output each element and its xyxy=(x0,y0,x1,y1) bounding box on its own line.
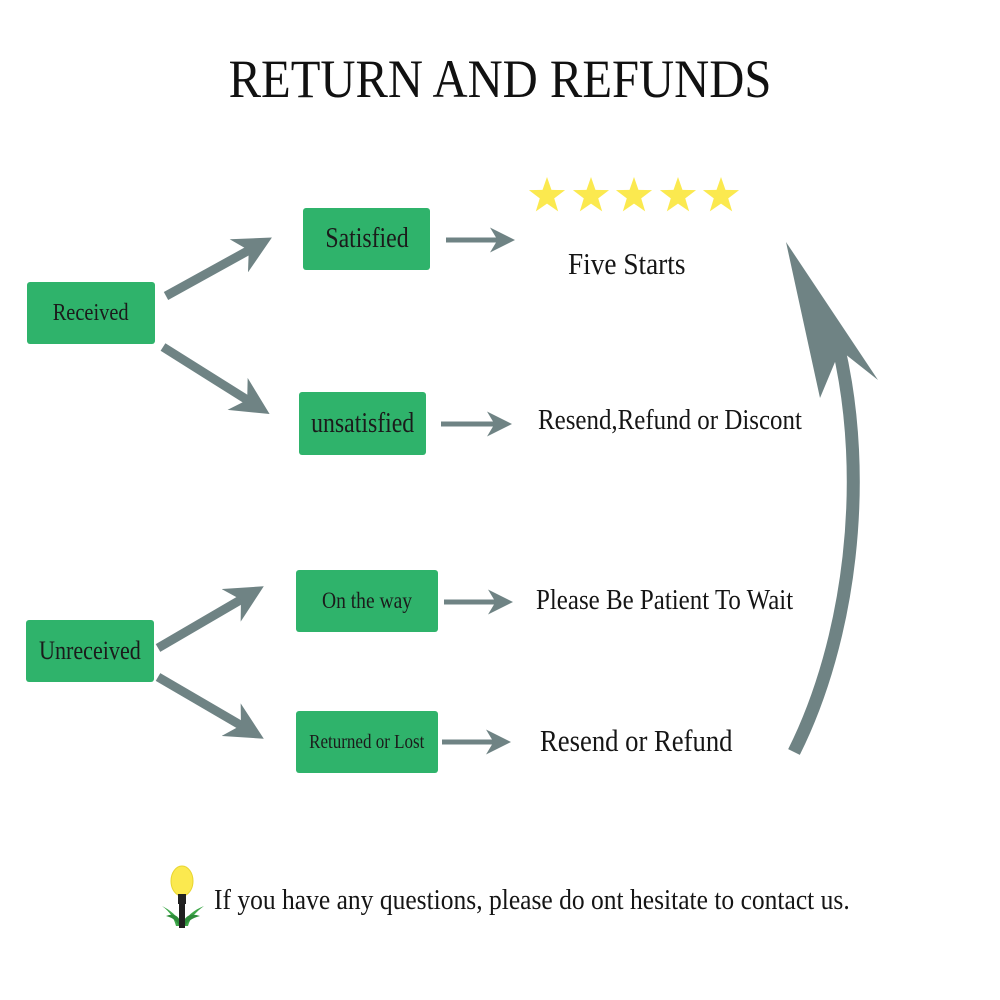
arrow-received-to-satisfied xyxy=(163,237,272,300)
on-the-way-box: On the way xyxy=(296,570,438,632)
star-icon xyxy=(528,177,566,212)
page-title: RETURN AND REFUNDS xyxy=(228,49,772,109)
unsatisfied-box: unsatisfied xyxy=(299,392,426,455)
star-icon xyxy=(572,177,609,212)
returned-outcome-label: Resend or Refund xyxy=(540,723,733,758)
curved-arrow-body xyxy=(788,343,860,755)
unreceived-box: Unreceived xyxy=(26,620,154,682)
on-the-way-label: On the way xyxy=(321,588,413,613)
satisfied-box: Satisfied xyxy=(303,208,430,270)
footer-contact-text: If you have any questions, please do ont… xyxy=(214,884,850,916)
received-box: Received xyxy=(27,282,155,344)
returned-or-lost-box: Returned or Lost xyxy=(296,711,438,773)
received-label: Received xyxy=(53,299,129,326)
satisfied-label: Satisfied xyxy=(324,223,409,254)
arrow-received-to-unsatisfied xyxy=(160,343,270,415)
five-stars-label: Five Starts xyxy=(568,246,686,281)
star-icon xyxy=(659,177,696,212)
arrow-unreceived-to-returned xyxy=(155,673,264,739)
on-the-way-outcome-label: Please Be Patient To Wait xyxy=(536,584,794,616)
star-icon xyxy=(702,177,740,212)
unsatisfied-label: unsatisfied xyxy=(310,407,415,439)
unsatisfied-outcome-label: Resend,Refund or Discont xyxy=(538,404,802,436)
star-icon xyxy=(615,177,653,212)
lightbulb-icon xyxy=(162,865,204,928)
returned-or-lost-label: Returned or Lost xyxy=(309,730,425,753)
curved-arrow-head xyxy=(786,242,878,398)
arrow-unreceived-to-on-the-way xyxy=(155,586,264,652)
unreceived-label: Unreceived xyxy=(39,636,141,665)
